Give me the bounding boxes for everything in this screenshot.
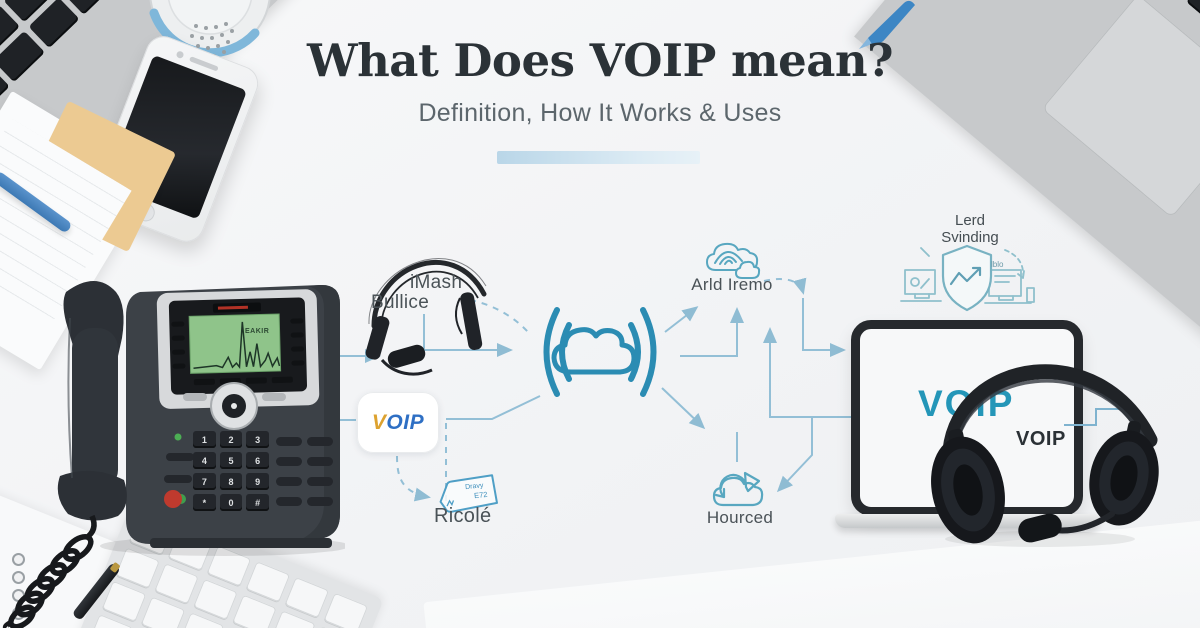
security-tiny-text: lblo <box>991 260 1004 269</box>
phone-key: 6 <box>246 452 269 469</box>
phone-key: 5 <box>219 452 243 469</box>
screen-bracket-line <box>1064 408 1120 426</box>
cloud-bottom-label: Hourced <box>706 508 774 527</box>
page-subtitle: Definition, How It Works & Uses <box>418 99 782 127</box>
phone-key: 2 <box>219 431 243 448</box>
tag-icon: Dravy E72 <box>439 474 498 513</box>
phone-key: 7 <box>193 473 216 490</box>
arrow-laptop-to-sync <box>776 416 852 493</box>
cloud-sync-icon <box>712 471 764 507</box>
phone-display-text: EAKIR <box>245 328 270 335</box>
signal-arc-left-outer <box>543 307 560 397</box>
phone-key: 4 <box>193 452 216 469</box>
phone-key: 3 <box>246 431 269 448</box>
headset-label-line2: Bullice <box>371 292 430 313</box>
phone-keypad: 1 2 3 4 5 6 7 8 9 * 0 # <box>193 431 269 511</box>
headset-right-cup <box>1089 420 1159 526</box>
phone-key: 1 <box>193 431 216 448</box>
phone-side-buttons <box>171 318 305 386</box>
security-label-line1: Lerd <box>954 212 986 229</box>
phone-key: # <box>246 494 269 511</box>
title-underline <box>497 151 700 164</box>
cloud-outline <box>551 327 637 375</box>
phone-softkey-right <box>262 393 286 401</box>
desk-phone <box>2 281 345 628</box>
arrow-cloud-up <box>680 307 744 357</box>
phone-led <box>174 433 182 441</box>
laptop-trackpad <box>1041 0 1200 219</box>
headset-band <box>942 364 1158 458</box>
security-label-line2: Svinding <box>941 228 999 246</box>
signal-arc-right-outer <box>640 307 657 397</box>
security-shield-icon: lblo <box>900 244 1035 312</box>
headset-label-line1: iMash <box>410 272 463 293</box>
phone-display-bezel <box>156 289 320 409</box>
cloud-top-label: Arld Iremo <box>691 275 773 294</box>
phone-key: * <box>193 494 216 511</box>
voip-badge-oip: OIP <box>386 410 425 434</box>
voip-badge-v: V <box>371 410 387 434</box>
phone-key: 0 <box>219 494 243 511</box>
phone-key: 9 <box>246 473 269 490</box>
cloud-signal-icon <box>543 307 657 397</box>
speaker <box>149 0 271 58</box>
phone-red-button <box>164 490 182 508</box>
tag-tiny-text-1: Dravy <box>465 482 484 491</box>
arrow-laptop-up <box>763 327 852 418</box>
cloud-wifi-icon <box>706 242 761 279</box>
smartphone-camera <box>175 50 185 60</box>
headset-left-cup <box>931 428 1005 544</box>
tablet-side-text: VOIP <box>1016 428 1066 450</box>
security-label: Lerd Svinding <box>922 212 1018 247</box>
headset-mic-foam <box>1018 513 1062 543</box>
headset-photo <box>931 364 1159 547</box>
dashed-badge-to-tag <box>396 455 431 502</box>
phone-handset <box>57 281 127 521</box>
tag-label: Ricolé <box>434 505 492 527</box>
signal-arc-left-inner <box>559 322 572 382</box>
arrow-to-laptop <box>802 298 846 357</box>
page-title: What Does VOIP mean? <box>307 34 893 87</box>
phone-function-keys <box>164 437 333 506</box>
headset-sketch-icon <box>365 258 487 376</box>
phone-softkey-left <box>183 393 207 401</box>
tag-tiny-text-2: E72 <box>474 490 488 500</box>
phone-lcd-waveform <box>193 321 281 370</box>
phone-cord <box>2 514 97 628</box>
phone-lcd <box>188 313 282 374</box>
phone-key: 8 <box>219 473 243 490</box>
signal-arc-right-inner <box>628 322 641 382</box>
blue-pen-top <box>859 0 915 49</box>
